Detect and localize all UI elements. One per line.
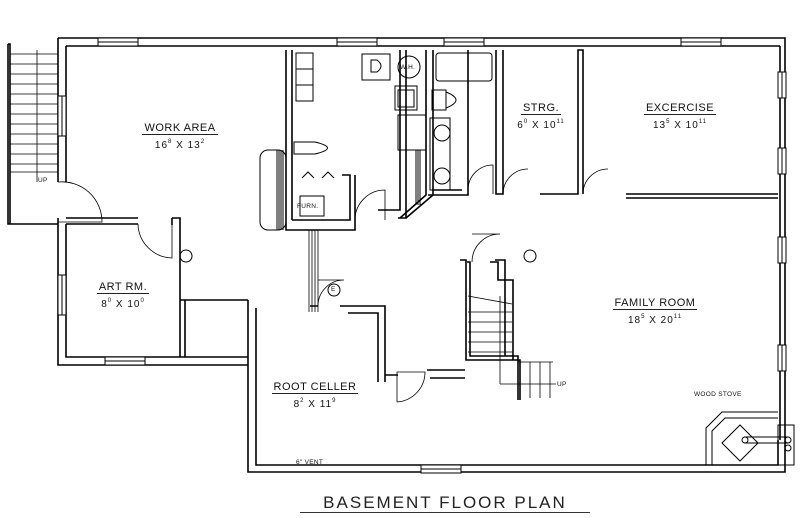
room-name: EXCERCISE (643, 102, 717, 115)
room-dimensions: 80 X 100 (101, 298, 145, 310)
door-swings (57, 164, 609, 403)
room-label-family-room: FAMILY ROOM 185 X 2011 (600, 293, 710, 327)
stair-up-label-center: UP (557, 381, 567, 388)
furnace-label: FURN. (297, 203, 319, 210)
room-name: WORK AREA (142, 122, 218, 135)
room-dimensions: 135 X 1011 (652, 119, 708, 131)
electrical-panel-icon (327, 283, 341, 297)
exterior-stairs (7, 43, 58, 225)
center-stairs (467, 295, 556, 398)
room-name: FAMILY ROOM (612, 297, 698, 310)
wood-stove (705, 411, 795, 466)
room-name: STRG. (520, 102, 562, 115)
fixtures (179, 52, 537, 297)
room-dimensions: 60 X 1011 (517, 119, 565, 131)
room-name: ART RM. (96, 281, 150, 294)
stair-up-label-left: UP (38, 177, 48, 184)
duct (308, 230, 319, 312)
room-dimensions: 168 X 132 (154, 139, 206, 151)
plan-title: BASEMENT FLOOR PLAN (300, 494, 590, 513)
water-heater-label: W.H. (400, 64, 416, 71)
room-label-root-cellar: ROOT CELLER 82 X 119 (265, 377, 365, 411)
room-label-storage: STRG. 60 X 1011 (503, 98, 579, 132)
vent-label: 6" VENT (296, 459, 324, 466)
windows (57, 37, 787, 474)
room-label-work-area: WORK AREA 168 X 132 (130, 118, 230, 152)
room-label-art-room: ART RM. 80 X 100 (78, 277, 168, 311)
room-dimensions: 82 X 119 (293, 398, 337, 410)
electrical-label: E (331, 286, 336, 293)
wood-stove-label: WOOD STOVE (694, 391, 742, 398)
room-dimensions: 185 X 2011 (627, 314, 683, 326)
room-name: ROOT CELLER (271, 381, 359, 394)
room-label-exercise: EXCERCISE 135 X 1011 (620, 98, 740, 132)
